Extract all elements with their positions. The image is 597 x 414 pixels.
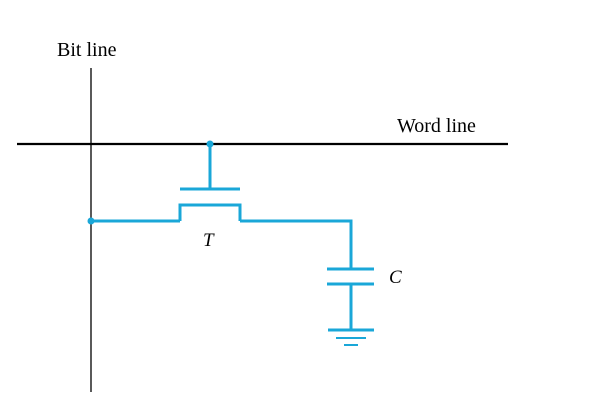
transistor-label: T [203,230,215,251]
capacitor-label: C [389,267,402,288]
bit-line-junction-dot [87,217,95,225]
word-line-junction-dot [206,140,214,148]
word-line-label: Word line [397,115,476,137]
circuit-wires [91,144,374,329]
bit-line-label: Bit line [57,39,117,61]
drain-wire [240,219,353,268]
transistor-channel [178,203,242,221]
ground-icon [328,328,374,346]
